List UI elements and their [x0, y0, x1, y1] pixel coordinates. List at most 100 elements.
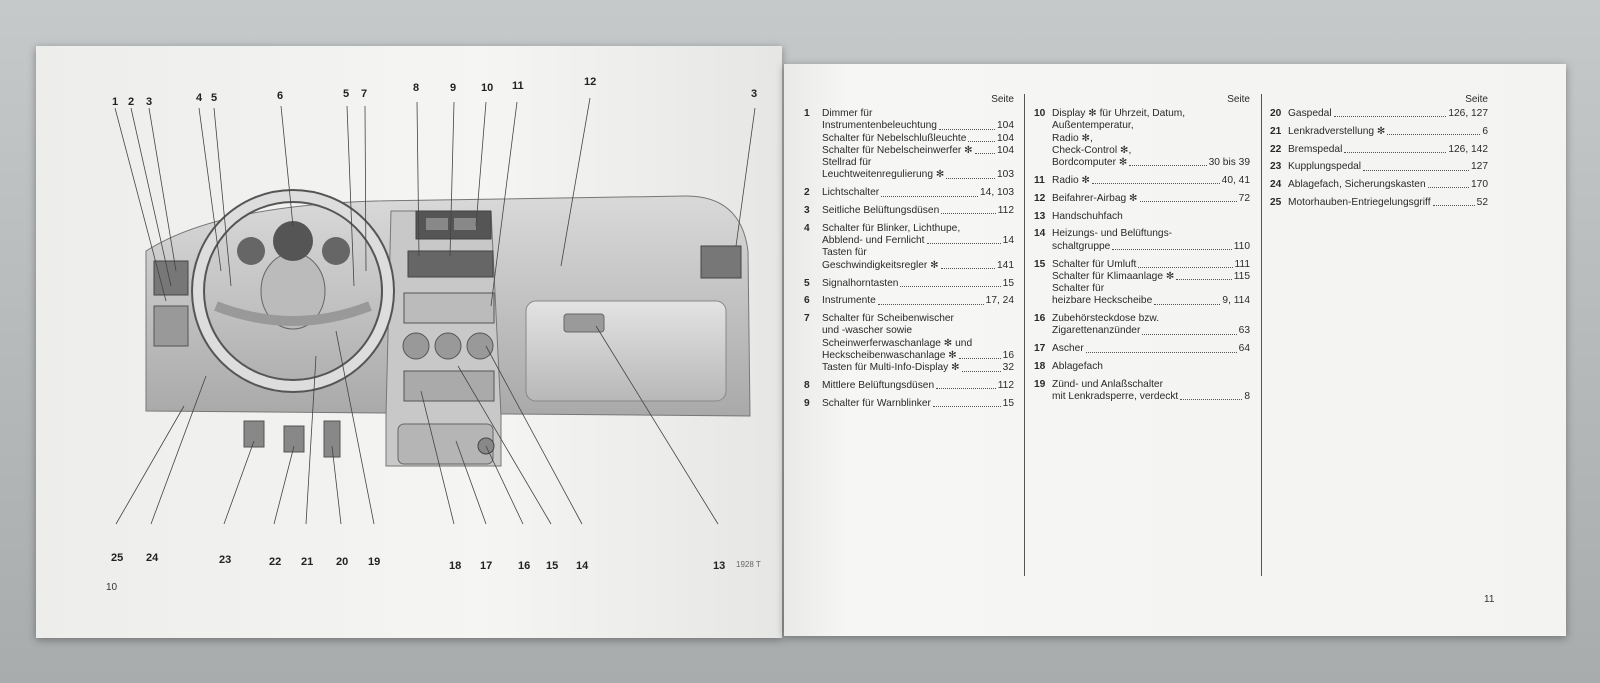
- top-callout: 3: [146, 96, 153, 108]
- leader-dots: [961, 362, 1001, 372]
- top-callout: 8: [413, 82, 420, 94]
- legend-number: 10: [1034, 108, 1046, 119]
- legend-number: 13: [1034, 210, 1046, 222]
- legend-line: Ablagefach: [1052, 361, 1250, 373]
- legend-line: Leuchtweitenregulierung ✻103: [822, 169, 1014, 181]
- legend-line: Heckscheibenwaschanlage ✻16: [822, 350, 1014, 362]
- page-reference: 170: [1471, 179, 1488, 191]
- leader-dots: [936, 380, 996, 390]
- page-reference: 14: [1002, 235, 1014, 247]
- leader-dots: [1387, 126, 1481, 136]
- leader-dots: [1363, 161, 1469, 171]
- page-reference: 104: [997, 120, 1014, 132]
- top-callout: 9: [450, 82, 457, 94]
- legend-text: Schalter für Blinker, Lichthupe,: [822, 222, 961, 234]
- page-reference: 110: [1233, 240, 1250, 252]
- page-reference: 115: [1233, 270, 1250, 282]
- legend-line: Heizungs- und Belüftungs-: [1052, 228, 1250, 240]
- leader-dots: [932, 398, 1001, 408]
- legend-text: Bordcomputer ✻: [1052, 157, 1128, 169]
- leader-dots: [1112, 241, 1232, 250]
- legend-line: Check-Control ✻,: [1052, 145, 1250, 157]
- legend-number: 2: [804, 187, 810, 199]
- dashboard-illustration: [114, 97, 756, 525]
- legend-text: Zigarettenanzünder: [1052, 325, 1141, 337]
- legend-number: 16: [1034, 313, 1046, 325]
- legend-text: Instrumente: [822, 295, 876, 307]
- bottom-callout: 24: [146, 552, 159, 564]
- bottom-callout: 17: [480, 560, 493, 572]
- legend-text: Schalter für Scheibenwischer: [822, 313, 954, 325]
- bottom-callout: 20: [336, 556, 349, 568]
- top-callout: 7: [361, 88, 368, 100]
- legend-line: Radio ✻40, 41: [1052, 175, 1250, 187]
- top-callout: 5: [211, 92, 218, 104]
- page-number-left: 10: [106, 582, 118, 593]
- legend-number: 9: [804, 398, 810, 409]
- leader-dots: [974, 145, 995, 155]
- legend-text: Schalter für Warnblinker: [822, 398, 931, 409]
- leader-dots: [1129, 157, 1207, 167]
- page-reference: 103: [997, 169, 1014, 181]
- leader-dots: [1139, 193, 1237, 203]
- legend-text: Heckscheibenwaschanlage ✻: [822, 350, 957, 362]
- legend-text: Handschuhfach: [1052, 210, 1123, 222]
- page-reference: 104: [997, 144, 1014, 156]
- legend-line: Schalter für: [1052, 283, 1250, 295]
- column-divider: [1261, 94, 1262, 576]
- legend-text: Dimmer für: [822, 108, 873, 119]
- legend-text: Bremspedal: [1288, 143, 1343, 155]
- legend-line: Radio ✻,: [1052, 133, 1250, 145]
- legend-number: 22: [1270, 143, 1282, 155]
- legend-text: Schalter für Nebelscheinwerfer ✻: [822, 144, 973, 156]
- legend-line: Geschwindigkeitsregler ✻141: [822, 260, 1014, 272]
- page-reference: 15: [1002, 398, 1014, 409]
- legend-line: Schalter für Klimaanlage ✻115: [1052, 271, 1250, 283]
- top-callout: 1: [112, 96, 119, 108]
- page-reference: 112: [997, 205, 1014, 217]
- legend-line: Außentemperatur,: [1052, 120, 1250, 132]
- leader-dots: [958, 350, 1001, 360]
- page-reference: 52: [1476, 197, 1488, 208]
- page-reference: 72: [1238, 192, 1250, 204]
- legend-text: Lenkradverstellung ✻: [1288, 125, 1386, 137]
- legend-line: Beifahrer-Airbag ✻72: [1052, 193, 1250, 205]
- page-reference: 126, 142: [1448, 143, 1488, 155]
- legend-line: Dimmer für: [822, 108, 1014, 120]
- bottom-callout: 21: [301, 556, 314, 568]
- legend-line: Schalter für Blinker, Lichthupe,: [822, 223, 1014, 235]
- legend-text: mit Lenkradsperre, verdeckt: [1052, 391, 1179, 403]
- top-callout: 11: [512, 80, 524, 92]
- legend-line: Schalter für Scheibenwischer: [822, 313, 1014, 325]
- bottom-callout: 13: [713, 560, 726, 572]
- leader-dots: [1344, 144, 1447, 153]
- legend-text: Ablagefach: [1052, 361, 1103, 373]
- legend-text: Ablagefach, Sicherungskasten: [1288, 179, 1426, 191]
- legend-number: 1: [804, 108, 810, 119]
- column-divider: [1024, 94, 1025, 576]
- legend-line: Lenkradverstellung ✻6: [1288, 126, 1488, 138]
- legend-number: 7: [804, 313, 810, 325]
- legend-text: Stellrad für: [822, 157, 872, 169]
- page-reference: 111: [1234, 258, 1250, 270]
- legend-number: 15: [1034, 258, 1046, 270]
- legend-text: Zubehörsteckdose bzw.: [1052, 313, 1160, 325]
- legend-number: 5: [804, 277, 810, 289]
- page-reference: 64: [1238, 343, 1250, 355]
- leader-dots: [1085, 343, 1237, 353]
- legend-text: Schalter für Nebelschlußleuchte: [822, 132, 967, 144]
- legend-number: 19: [1034, 378, 1046, 390]
- legend-number: 23: [1270, 161, 1282, 173]
- figure-code: 1928 T: [736, 560, 761, 569]
- page-reference: 40, 41: [1221, 175, 1250, 186]
- legend-line: Zubehörsteckdose bzw.: [1052, 313, 1250, 325]
- legend-line: und -wascher sowie: [822, 325, 1014, 337]
- legend-text: Schalter für: [1052, 283, 1105, 295]
